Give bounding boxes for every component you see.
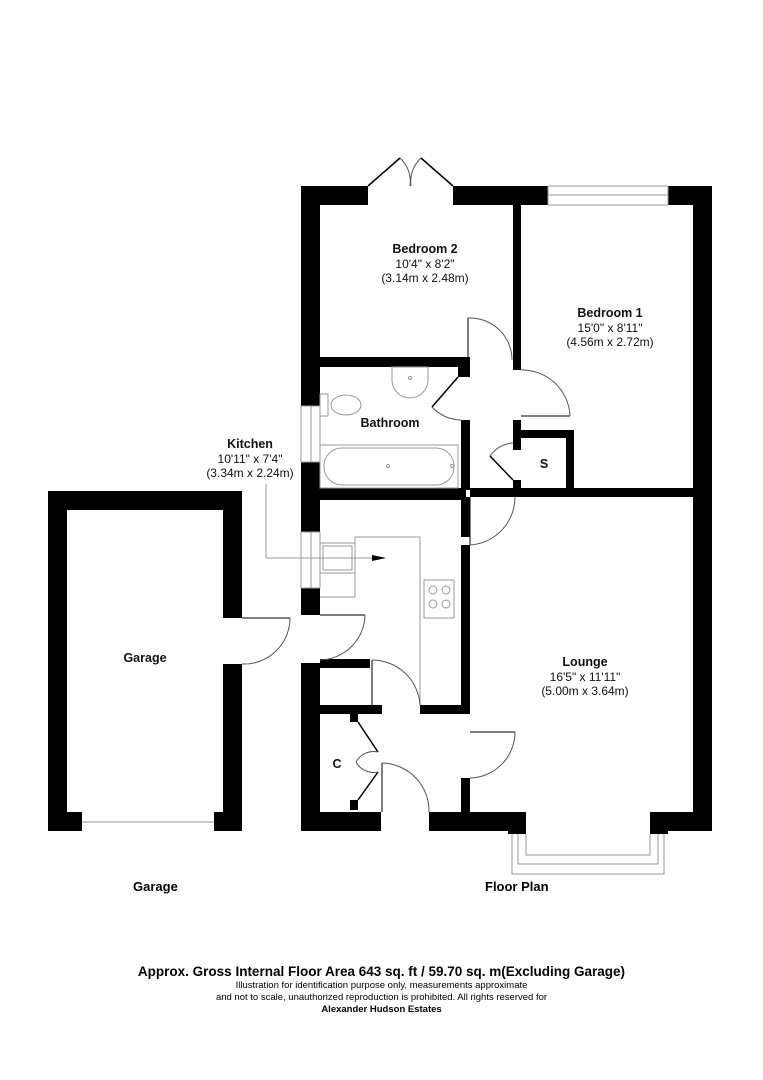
room-dimensions-imperial: 15'0" x 8'11": [577, 321, 643, 335]
room-label-cupboard: C: [327, 757, 347, 772]
kitchen-leader-arrow: [372, 555, 386, 561]
room-name: Lounge: [562, 655, 608, 669]
disclaimer-line-1: Illustration for identification purpose …: [235, 980, 528, 991]
room-dimensions-metric: (3.34m x 2.24m): [206, 466, 294, 481]
room-name: Kitchen: [227, 437, 273, 451]
caption-garage: Garage: [133, 879, 178, 894]
fixtures: [82, 185, 669, 875]
room-label-kitchen: Kitchen 10'11" x 7'4" (3.34m x 2.24m): [190, 437, 310, 481]
room-name: C: [332, 757, 342, 771]
room-dimensions-metric: (4.56m x 2.72m): [566, 335, 654, 350]
room-dimensions-imperial: 16'5" x 11'11": [549, 670, 621, 684]
room-name: Bathroom: [360, 416, 420, 430]
room-name: Bedroom 2: [392, 242, 458, 256]
garage-walls: [48, 491, 242, 831]
footer: Approx. Gross Internal Floor Area 643 sq…: [0, 964, 763, 1015]
room-dimensions-imperial: 10'11" x 7'4": [217, 452, 283, 466]
room-label-garage: Garage: [100, 651, 190, 666]
room-label-bedroom-2: Bedroom 2 10'4" x 8'2" (3.14m x 2.48m): [360, 242, 490, 286]
room-label-bedroom-1: Bedroom 1 15'0" x 8'11" (4.56m x 2.72m): [545, 306, 675, 350]
room-dimensions-metric: (3.14m x 2.48m): [381, 271, 469, 286]
room-name: Garage: [123, 651, 167, 665]
company-name: Alexander Hudson Estates: [321, 1003, 442, 1015]
walls: [301, 186, 712, 834]
room-dimensions-imperial: 10'4" x 8'2": [395, 257, 455, 271]
room-label-storage: S: [534, 457, 554, 472]
caption-floor-plan: Floor Plan: [485, 879, 549, 894]
room-name: S: [539, 457, 549, 471]
doors: [241, 157, 571, 813]
room-name: Bedroom 1: [577, 306, 643, 320]
floor-area-summary: Approx. Gross Internal Floor Area 643 sq…: [137, 964, 626, 979]
disclaimer-line-2: and not to scale, unauthorized reproduct…: [215, 991, 548, 1003]
room-dimensions-metric: (5.00m x 3.64m): [541, 684, 629, 699]
room-label-lounge: Lounge 16'5" x 11'11" (5.00m x 3.64m): [520, 655, 650, 699]
room-label-bathroom: Bathroom: [345, 416, 435, 431]
